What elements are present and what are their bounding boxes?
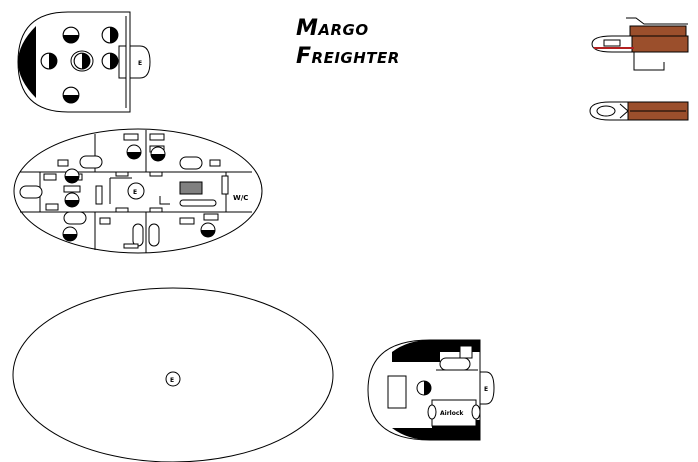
crew-door <box>221 175 229 195</box>
crew-locker <box>63 185 81 193</box>
bridge-eng-seat-icon <box>62 86 80 104</box>
crew-seat-icon <box>64 192 80 208</box>
crew-pod <box>148 223 160 247</box>
crew-locker <box>99 217 111 225</box>
bridge-aft-tab <box>129 45 151 79</box>
cargo-elevator-label: E <box>170 377 174 384</box>
crew-locker <box>203 213 219 221</box>
crew-locker <box>123 133 139 141</box>
crew-locker <box>43 173 57 181</box>
crew-bunk <box>79 155 103 169</box>
engineering-deck: E Airlock <box>367 339 495 441</box>
crew-pod <box>132 223 144 247</box>
bridge-nose-shading <box>18 26 36 98</box>
crew-galley-block <box>179 181 203 195</box>
crew-deck: E <box>13 128 263 254</box>
crew-seat-icon <box>150 146 166 162</box>
airlock-label: Airlock <box>440 410 464 417</box>
crew-bunk <box>19 185 43 199</box>
profile-antenna <box>626 17 688 25</box>
airlock-chamber <box>431 399 477 427</box>
ship-side-profile <box>591 17 689 71</box>
crew-locker <box>123 243 139 249</box>
engineering-console <box>459 345 473 359</box>
bridge-helm-seat-icon <box>62 26 80 44</box>
profile-upper-hull <box>629 25 687 37</box>
crew-fixture-lines <box>109 177 170 205</box>
bridge-comm-seat-icon <box>101 26 119 44</box>
topview-cockpit <box>596 105 616 117</box>
crew-seat-icon <box>200 222 216 238</box>
engineering-elevator-label: E <box>484 386 488 393</box>
engineering-shading-top <box>392 340 480 362</box>
cargo-elevator <box>165 371 181 387</box>
crew-locker <box>45 203 59 211</box>
bridge-nav-seat-icon <box>40 52 58 70</box>
crew-seat-icon <box>62 226 78 242</box>
airlock-inner-door <box>427 404 437 420</box>
crew-door <box>115 207 129 213</box>
profile-cockpit <box>603 39 621 47</box>
bridge-captain-seat-icon <box>73 52 91 70</box>
crew-door <box>149 171 163 177</box>
crew-elevator <box>127 182 145 200</box>
crew-bunk <box>63 211 87 225</box>
crew-door <box>149 207 163 213</box>
airlock-outer-door <box>471 404 481 420</box>
crew-table <box>179 199 217 207</box>
crew-seat-icon <box>126 144 142 160</box>
crew-bunk <box>179 156 203 170</box>
bridge-sensor-seat-icon <box>101 52 119 70</box>
profile-main-hull <box>631 35 689 53</box>
title-line-1: Margo <box>296 16 369 41</box>
title-line-2: Freighter <box>296 44 400 69</box>
crew-door <box>115 171 129 177</box>
bridge-elevator-label: E <box>138 60 142 67</box>
bridge-deck: E <box>17 11 151 113</box>
engineering-reactor <box>387 375 407 409</box>
cargo-deck: E <box>12 287 334 462</box>
bridge-hatch <box>118 45 127 79</box>
crew-door <box>95 185 103 205</box>
page-title: Margo Freighter <box>296 18 486 74</box>
profile-landing-gear <box>633 52 665 71</box>
engineering-aft-tab <box>479 371 495 405</box>
crew-locker <box>209 159 221 167</box>
crew-elevator-label: E <box>133 189 137 196</box>
crew-locker <box>149 133 165 141</box>
crew-locker <box>57 159 69 167</box>
engineering-bunk <box>439 357 471 371</box>
engineering-seat-icon <box>416 380 432 396</box>
ship-top-view <box>589 101 689 121</box>
crew-locker <box>179 217 195 225</box>
crew-wc-label: W/C <box>233 194 248 202</box>
crew-seat-icon <box>64 168 80 184</box>
